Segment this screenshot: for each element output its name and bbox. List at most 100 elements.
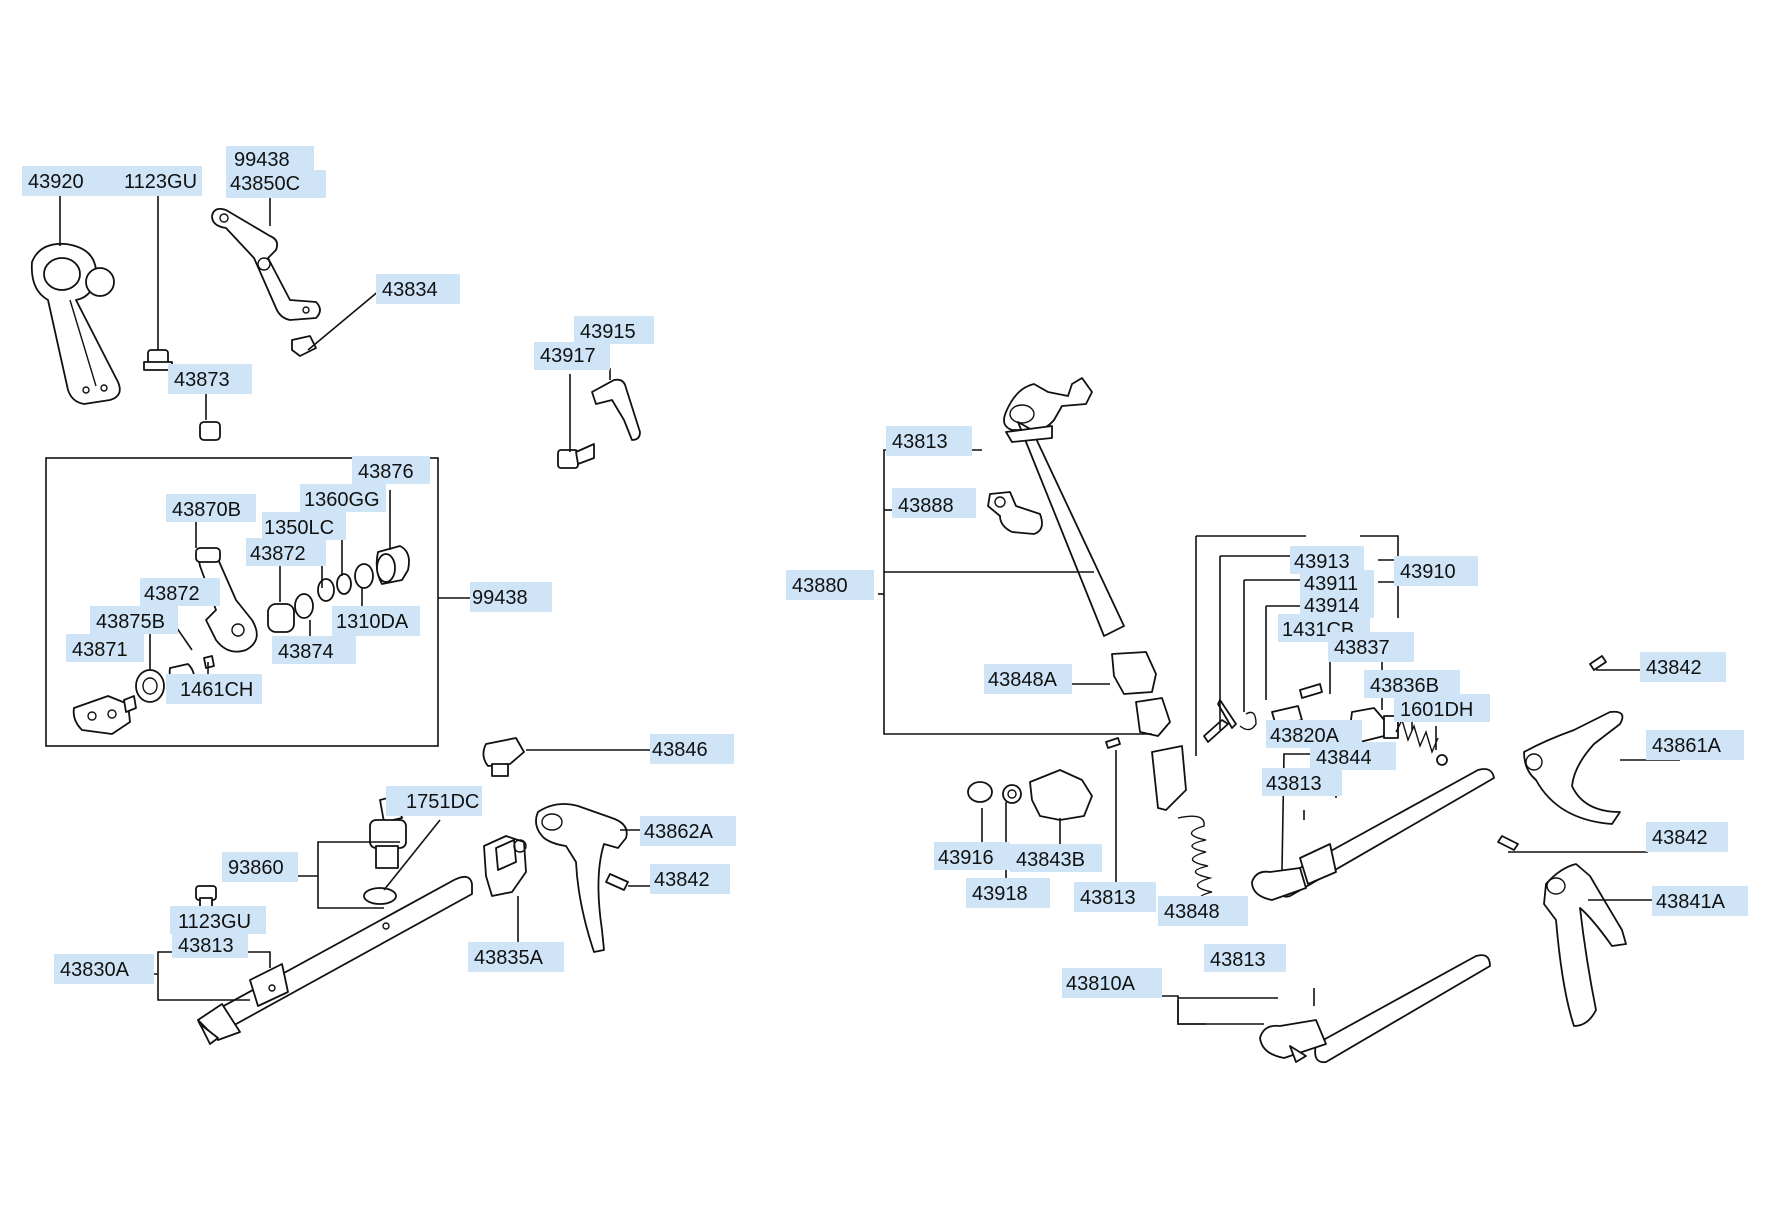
svg-text:43834: 43834 [382,279,438,301]
svg-text:43848A: 43848A [988,669,1058,691]
part-label-43813-middle: 43813 [1262,768,1342,796]
bushing-part [199,421,221,441]
svg-text:43875B: 43875B [96,611,165,633]
svg-text:43917: 43917 [540,345,596,367]
part-label-1751DC: 1751DC [386,786,482,816]
svg-text:43842: 43842 [1652,827,1708,849]
shift-fork-part-upper-right [1523,710,1624,825]
part-label-43888: 43888 [892,488,976,518]
svg-text:43870B: 43870B [172,499,241,521]
collar-part [1111,651,1157,695]
shift-fork-part-left [535,803,628,953]
pin-part-a [1105,737,1121,749]
svg-text:1123GU: 1123GU [178,911,251,933]
part-label-43820A: 43820A [1266,720,1362,748]
svg-text:43873: 43873 [174,369,230,391]
svg-text:43813: 43813 [892,431,948,453]
part-label-43875B: 43875B [90,606,178,634]
svg-text:43813: 43813 [1210,949,1266,971]
part-label-1123GU-lower: 1123GU [170,906,266,934]
part-label-43844: 43844 [1310,742,1396,770]
bracket-part [591,378,641,441]
svg-text:43850C: 43850C [230,173,300,195]
part-label-43916: 43916 [934,842,1010,870]
part-label-93860: 93860 [222,852,298,882]
part-label-43874: 43874 [272,636,356,664]
part-label-43917: 43917 [534,342,610,370]
svg-text:43846: 43846 [652,739,708,761]
svg-text:43874: 43874 [278,641,334,663]
part-label-43830A: 43830A [54,954,154,984]
plug-part [482,737,525,777]
svg-text:43888: 43888 [898,495,954,517]
guide-block-part [1029,769,1093,821]
part-label-43914: 43914 [1300,592,1374,618]
svg-text:43911: 43911 [1304,573,1358,595]
shift-fork-part-lower-right [1543,863,1627,1027]
part-label-43846: 43846 [650,734,734,764]
part-label-43813-left: 43813 [172,932,248,958]
svg-text:43862A: 43862A [644,821,714,843]
part-label-43872-upper: 43872 [246,538,326,566]
svg-text:43914: 43914 [1304,595,1360,617]
svg-text:43836B: 43836B [1370,675,1439,697]
svg-text:43841A: 43841A [1656,891,1726,913]
part-label-43880: 43880 [786,570,874,600]
part-label-43911: 43911 [1300,570,1374,596]
svg-text:1360GG: 1360GG [304,489,380,511]
interlock-guide-part [1151,745,1187,811]
pin-part-d [1299,683,1323,699]
shift-rail-part [197,875,473,1045]
part-label-43913: 43913 [1290,546,1364,574]
svg-text:43813: 43813 [1266,773,1322,795]
shift-lever-detail-part [195,547,258,653]
svg-text:43837: 43837 [1334,637,1390,659]
part-label-43920: 43920 [22,166,106,196]
svg-text:43810A: 43810A [1066,973,1136,995]
svg-text:43820A: 43820A [1270,725,1340,747]
spring-clip-part [1239,711,1257,731]
svg-text:1751DC: 1751DC [406,791,479,813]
bolt-part [143,349,173,371]
svg-text:1350LC: 1350LC [264,517,334,539]
part-label-99438-lower: 99438 [470,582,552,612]
part-label-43870B: 43870B [166,494,256,522]
part-label-1461CH: 1461CH [166,674,262,704]
svg-text:43835A: 43835A [474,947,544,969]
part-label-1360GG: 1360GG [300,484,386,512]
svg-text:1461CH: 1461CH [180,679,253,701]
svg-text:99438: 99438 [472,587,528,609]
yoke-part [987,491,1043,535]
part-label-43872-lower: 43872 [140,578,220,606]
svg-text:43910: 43910 [1400,561,1456,583]
part-label-43842-lower-right: 43842 [1646,822,1728,852]
part-label-43861A: 43861A [1646,730,1744,760]
bushing-set-part [267,545,410,633]
part-label-43871: 43871 [66,634,144,662]
svg-text:99438: 99438 [234,149,290,171]
interlock-block-part [1135,697,1171,737]
shift-lug-part [483,835,527,897]
part-label-43862A: 43862A [640,816,736,846]
svg-text:93860: 93860 [228,857,284,879]
part-label-43810A: 43810A [1062,968,1162,998]
svg-text:43813: 43813 [1080,887,1136,909]
svg-text:43843B: 43843B [1016,849,1085,871]
part-label-43910: 43910 [1394,556,1478,586]
svg-text:1310DA: 1310DA [336,611,409,633]
pin-part-right-b [1497,835,1519,851]
part-label-43841A: 43841A [1652,886,1748,916]
shift-rail-part-middle [1251,768,1495,901]
svg-text:1601DH: 1601DH [1400,699,1473,721]
svg-text:43813: 43813 [178,935,234,957]
nut-part [291,335,317,357]
svg-text:43842: 43842 [654,869,710,891]
part-label-43850C: 43850C [226,170,326,198]
pin-part-c [1217,699,1237,729]
part-label-43848A: 43848A [984,664,1072,694]
part-label-43835A: 43835A [468,942,564,972]
part-label-43873: 43873 [168,364,252,394]
part-label-43837: 43837 [1328,632,1414,662]
bracket-bolt-part [557,443,595,469]
